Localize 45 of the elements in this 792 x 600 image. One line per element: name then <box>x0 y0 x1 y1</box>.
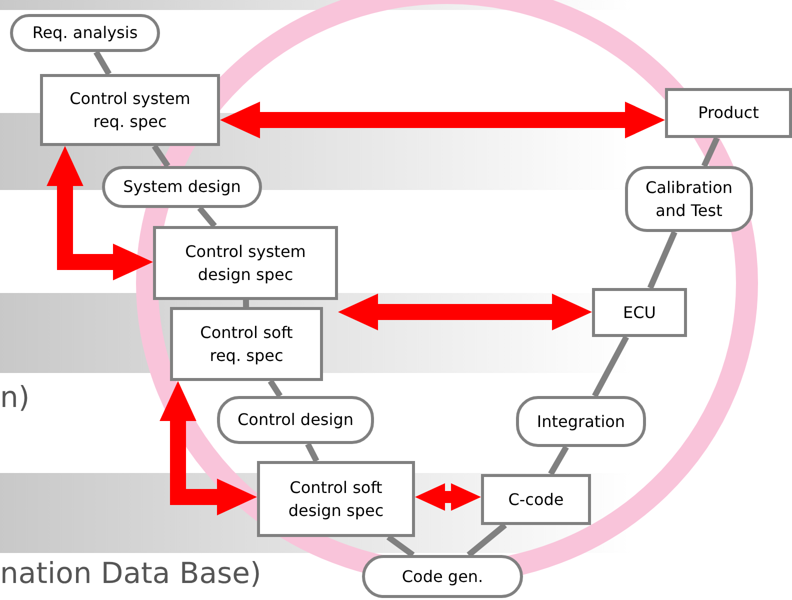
node-text: Control design <box>238 409 354 432</box>
document-box <box>40 74 220 146</box>
connector-line <box>152 144 170 168</box>
node-text: Control soft req. spec <box>199 322 294 367</box>
node-text: System design <box>123 176 241 198</box>
node-text: C-code <box>508 488 564 511</box>
node-text: Control system design spec <box>184 240 307 286</box>
double-arrow <box>338 294 592 330</box>
document-box <box>665 88 792 138</box>
connector-line <box>242 300 250 308</box>
double-arrow <box>46 146 153 280</box>
document-box <box>481 474 591 525</box>
partial-text: n) <box>0 380 30 414</box>
node-text: Code gen. <box>402 566 484 588</box>
connector-line <box>466 522 507 558</box>
node-text: Req. analysis <box>32 22 138 44</box>
document-box <box>153 226 338 300</box>
process-pill <box>10 14 160 52</box>
node-text: Control soft design spec <box>287 476 385 522</box>
connector-line <box>592 336 629 398</box>
connector-line <box>548 446 569 476</box>
connector-line <box>386 534 415 558</box>
connector-line <box>647 230 678 290</box>
node-text: Integration <box>536 410 626 433</box>
partial-text: nation Data Base) <box>0 556 262 590</box>
document-box <box>592 288 687 337</box>
document-box <box>257 461 415 537</box>
double-arrow <box>220 102 665 138</box>
node-text: Control system req. spec <box>68 88 192 133</box>
node-text: Product <box>698 102 759 124</box>
process-pill <box>625 166 753 232</box>
connector-line <box>197 206 217 228</box>
double-arrow <box>160 381 257 516</box>
document-box <box>170 307 323 381</box>
process-pill <box>102 166 262 208</box>
node-text: Calibration and Test <box>644 176 734 222</box>
process-pill <box>217 396 374 444</box>
connector-line <box>94 50 112 76</box>
connector-line <box>268 379 283 398</box>
connector-line <box>701 136 720 168</box>
process-pill <box>516 396 646 447</box>
process-pill <box>362 555 523 598</box>
double-arrow <box>415 483 481 511</box>
connector-line <box>305 442 320 462</box>
node-text: ECU <box>623 302 656 324</box>
